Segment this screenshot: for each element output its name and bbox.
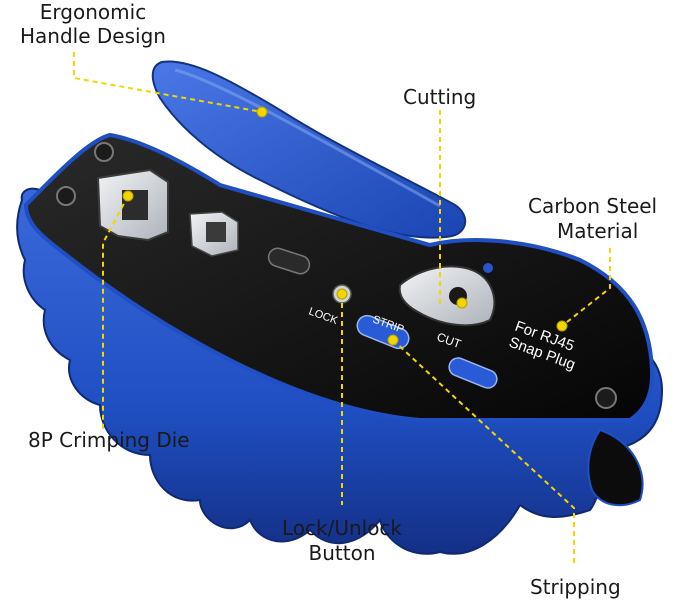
leader-lines [73,52,611,567]
blue-pill-slot [448,357,498,389]
leader-ergonomic [73,52,263,113]
callout-lock-line2: Button [308,541,376,565]
cutting-blade [398,265,496,327]
die-cutout-slot [206,222,226,242]
leader-stripping [392,339,575,567]
steel-plate [23,132,655,422]
pin-icon [483,263,493,273]
screw-icon [94,142,114,162]
callout-crimping: 8P Crimping Die [28,428,190,452]
callout-stripping: Stripping [530,575,621,599]
callout-cutting: Cutting [403,85,477,109]
leader-dots [122,106,568,346]
callout-lock-line1: Lock/Unlock [281,516,403,540]
upper-handle-highlight [174,68,441,208]
callout-ergonomic-line2: Handle Design [20,24,166,48]
lock-slot [267,247,311,275]
upper-handle [151,60,467,239]
screw-icon [595,387,617,409]
callout-carbon-line2: Material [557,219,639,243]
leader-carbon [561,248,611,327]
jaw-end [587,428,644,507]
callout-carbon-line1: Carbon Steel [528,194,658,218]
callout-ergonomic-line1: Ergonomic [39,0,147,24]
screw-icon [56,186,76,206]
